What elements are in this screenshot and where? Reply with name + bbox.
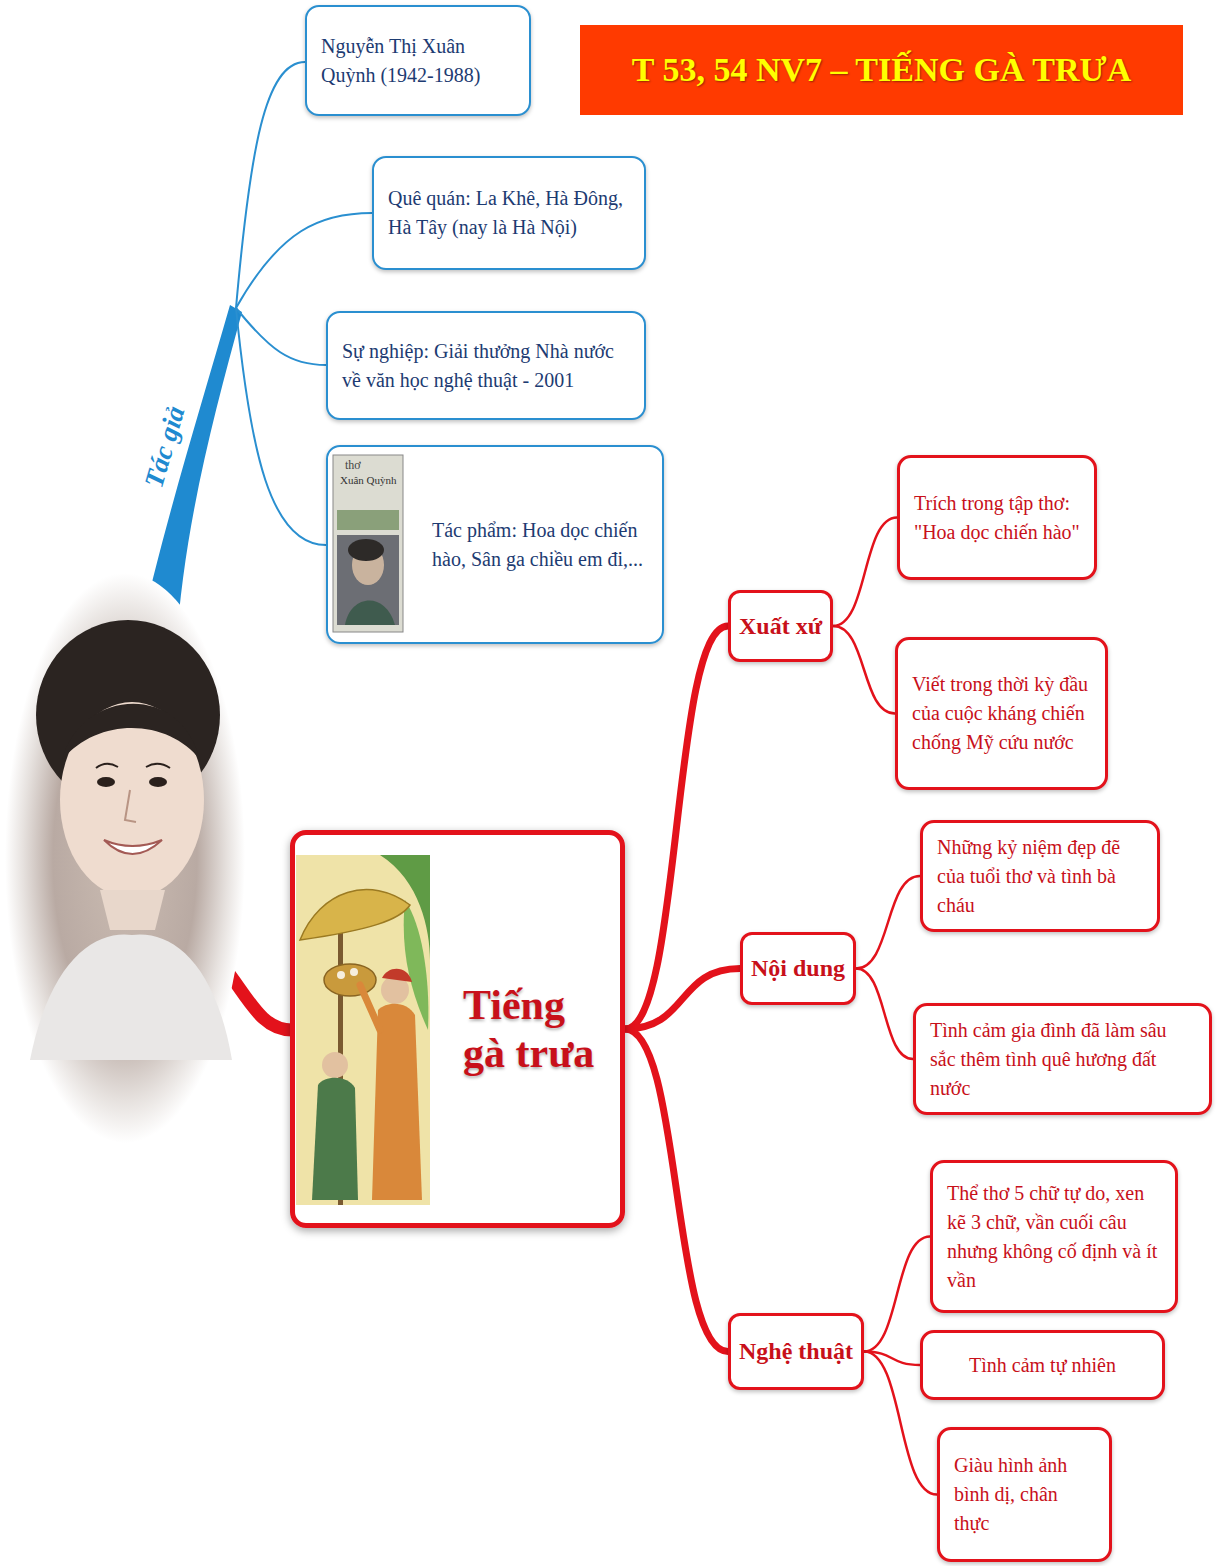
cover-stripe [337, 510, 399, 530]
scene-grandma-scarf [382, 969, 412, 982]
portrait-brow [96, 764, 118, 768]
node-text: Tác phẩm: Hoa dọc chiến hào, Sân ga chiề… [432, 516, 648, 574]
cover-hair [348, 539, 384, 561]
branch-connector [625, 1029, 728, 1352]
scene-egg [350, 968, 358, 976]
text-group: Tác phẩm: Hoa dọc chiến hào, Sân ga chiề… [432, 516, 648, 574]
cover-text: thơ [345, 458, 361, 473]
leaf-box: Giàu hình ảnh bình dị, chân thực [937, 1427, 1112, 1562]
cover-text: Xuân Quỳnh [340, 474, 397, 486]
branch-box: Nội dung [740, 932, 856, 1005]
branch-line [236, 213, 372, 308]
portrait-brow [146, 764, 170, 768]
portrait-nose [125, 790, 136, 822]
leaf-box: Tình cảm tự nhiên [920, 1330, 1165, 1400]
node-text: Tình cảm tự nhiên [969, 1351, 1116, 1380]
author-portrait [5, 573, 245, 1143]
leaf-box: Viết trong thời kỳ đầu của cuộc kháng ch… [895, 637, 1108, 790]
node-text: Xuất xứ [739, 613, 822, 640]
branch-connector [856, 876, 920, 969]
branch-line [236, 62, 305, 308]
scene-straw-roof [300, 890, 410, 940]
text-group: Tình cảm gia đình đã làm sâu sắc thêm tì… [930, 1016, 1195, 1103]
leaf-box: Trích trong tập thơ: "Hoa dọc chiến hào" [897, 455, 1097, 580]
node-text: Viết trong thời kỳ đầu của cuộc kháng ch… [912, 670, 1091, 757]
central-box: Tiếng gà trưa [290, 830, 625, 1228]
branch-line [236, 308, 326, 545]
node-text: Quê quán: La Khê, Hà Đông, Hà Tây (nay l… [388, 184, 630, 242]
portrait-fringe [62, 704, 200, 760]
branch-box: Nghệ thuật [728, 1313, 864, 1390]
cover-body [345, 601, 395, 625]
box-ground [326, 445, 664, 644]
text-group: Xuất xứ [739, 613, 822, 640]
node-text: Những kỷ niệm đẹp đẽ của tuổi thơ và tìn… [937, 833, 1143, 920]
branch-label: Tác giả [138, 400, 193, 494]
leaf-box: Thể thơ 5 chữ tự do, xen kẽ 3 chữ, vần c… [930, 1160, 1178, 1313]
scene-nest [324, 964, 376, 996]
title-text: T 53, 54 NV7 – TIẾNG GÀ TRƯA [632, 51, 1131, 89]
scene-egg [337, 971, 345, 979]
career-box: Sự nghiệp: Giải thưởng Nhà nước về văn h… [326, 311, 646, 420]
text-group: Những kỷ niệm đẹp đẽ của tuổi thơ và tìn… [937, 833, 1143, 920]
scene-child [312, 1078, 358, 1200]
node-text: Nội dung [751, 955, 845, 982]
node-text: Trích trong tập thơ: "Hoa dọc chiến hào" [914, 489, 1080, 547]
node-text: Nghệ thuật [739, 1338, 853, 1365]
text-group: Quê quán: La Khê, Hà Đông, Hà Tây (nay l… [388, 184, 630, 242]
branch-connector [856, 969, 913, 1060]
title-banner: T 53, 54 NV7 – TIẾNG GÀ TRƯA [580, 25, 1183, 115]
box-ground [290, 830, 625, 1228]
scene-arm [360, 985, 380, 1030]
book-cover [333, 455, 403, 632]
text-group: Nguyễn Thị Xuân Quỳnh (1942-1988) [321, 32, 515, 90]
text-group: Nghệ thuật [739, 1338, 853, 1365]
author-name-box: Nguyễn Thị Xuân Quỳnh (1942-1988) [305, 5, 531, 116]
text-group: Thể thơ 5 chữ tự do, xen kẽ 3 chữ, vần c… [947, 1179, 1161, 1295]
poem-illustration [296, 855, 430, 1205]
portrait-neck [100, 890, 165, 930]
branch-connector [625, 626, 728, 1029]
leaf-box: Những kỷ niệm đẹp đẽ của tuổi thơ và tìn… [920, 820, 1160, 932]
node-text: Tình cảm gia đình đã làm sâu sắc thêm tì… [930, 1016, 1195, 1103]
node-text: Sự nghiệp: Giải thưởng Nhà nước về văn h… [342, 337, 630, 395]
text-group: Tình cảm tự nhiên [969, 1351, 1116, 1380]
cover-picture [337, 535, 399, 625]
portrait-face [60, 702, 204, 898]
branch-box: Xuất xứ [728, 590, 833, 662]
text-group: Tiếng gà trưa [463, 981, 606, 1078]
portrait-dress [30, 934, 232, 1060]
cover-page [333, 455, 403, 632]
text-group: Nội dung [751, 955, 845, 982]
node-text: Nguyễn Thị Xuân Quỳnh (1942-1988) [321, 32, 515, 90]
portrait-eye [97, 777, 115, 787]
scene-ground [296, 855, 430, 1205]
text-group: Sự nghiệp: Giải thưởng Nhà nước về văn h… [342, 337, 630, 395]
branch-connector [833, 626, 895, 714]
leaf-box: Tình cảm gia đình đã làm sâu sắc thêm tì… [913, 1003, 1212, 1115]
node-text: Tiếng gà trưa [463, 981, 606, 1078]
node-text: Thể thơ 5 chữ tự do, xen kẽ 3 chữ, vần c… [947, 1179, 1161, 1295]
branch-line [236, 308, 326, 365]
text-group: Trích trong tập thơ: "Hoa dọc chiến hào" [914, 489, 1080, 547]
node-text: Giàu hình ảnh bình dị, chân thực [954, 1451, 1095, 1538]
hometown-box: Quê quán: La Khê, Hà Đông, Hà Tây (nay l… [372, 156, 646, 270]
branch-connector [625, 969, 740, 1030]
portrait-ground [5, 573, 245, 1143]
scene-child-head [322, 1052, 348, 1078]
branch-connector [833, 518, 897, 627]
portrait-smile [104, 840, 162, 854]
branch-connector [864, 1237, 930, 1352]
text-group: Viết trong thời kỳ đầu của cuộc kháng ch… [912, 670, 1091, 757]
portrait-eye [149, 777, 167, 787]
text-group: Giàu hình ảnh bình dị, chân thực [954, 1451, 1095, 1538]
